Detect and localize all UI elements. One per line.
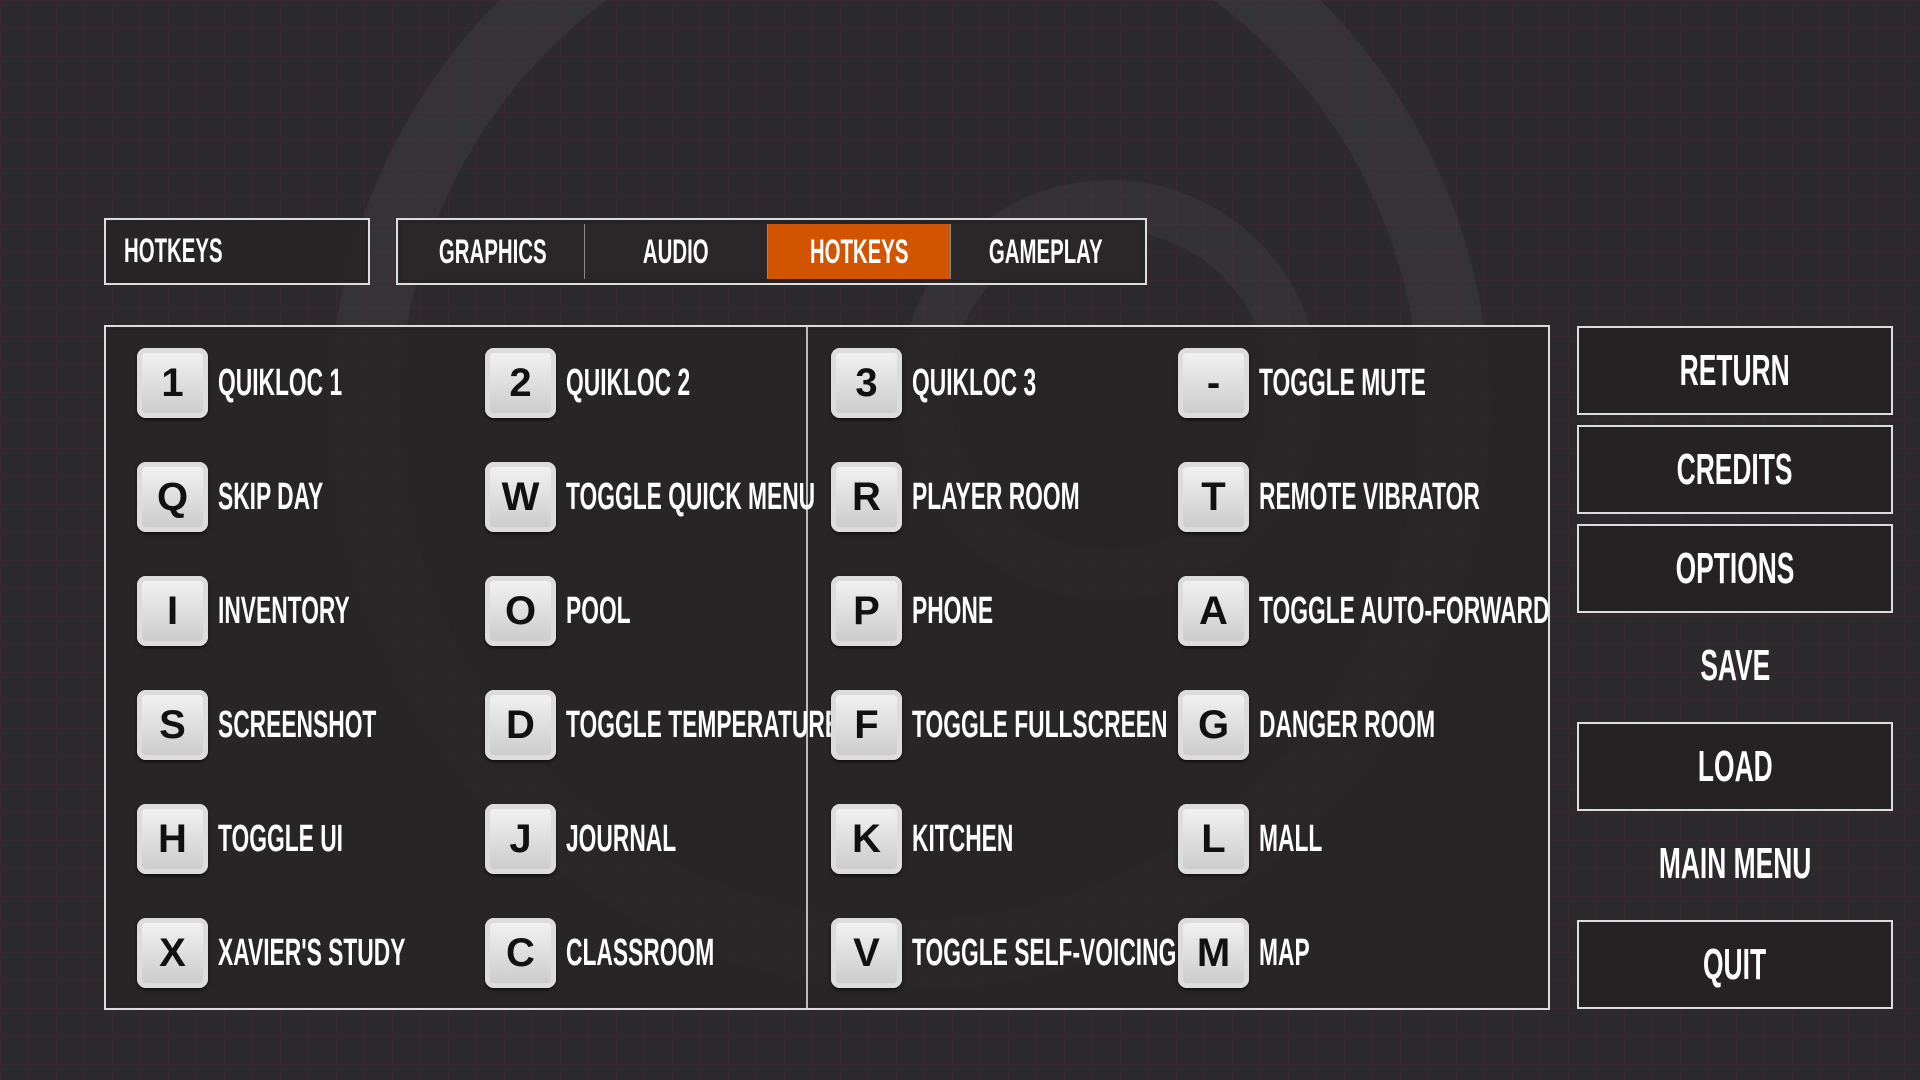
hotkey-action-label: QUIKLOC 2 — [566, 361, 691, 404]
hotkey-action-label: SCREENSHOT — [218, 703, 377, 746]
return-button[interactable]: RETURN — [1577, 326, 1893, 415]
hotkey-action-label: PHONE — [912, 589, 994, 632]
hotkey-action-label: TOGGLE TEMPERATURE — [566, 703, 841, 746]
tab-audio[interactable]: AUDIO — [585, 224, 769, 279]
keycap: 2 — [485, 348, 556, 418]
keycap: X — [137, 918, 208, 988]
keycap: - — [1178, 348, 1249, 418]
hotkey-action-label: SKIP DAY — [218, 475, 324, 518]
options-button[interactable]: OPTIONS — [1577, 524, 1893, 613]
screen-title: HOTKEYS — [104, 218, 370, 285]
credits-button[interactable]: CREDITS — [1577, 425, 1893, 514]
hotkey-action-label: TOGGLE QUICK MENU — [566, 475, 816, 518]
hotkey-action-label: REMOTE VIBRATOR — [1259, 475, 1480, 518]
quit-button[interactable]: QUIT — [1577, 920, 1893, 1009]
keycap: O — [485, 576, 556, 646]
hotkey-action-label: INVENTORY — [218, 589, 350, 632]
keycap: A — [1178, 576, 1249, 646]
keycap: L — [1178, 804, 1249, 874]
keycap: 1 — [137, 348, 208, 418]
hotkey-action-label: MALL — [1259, 817, 1323, 860]
settings-tabs: GRAPHICS AUDIO HOTKEYS GAMEPLAY — [396, 218, 1147, 285]
keycap: G — [1178, 690, 1249, 760]
keycap: S — [137, 690, 208, 760]
keycap: K — [831, 804, 902, 874]
hotkey-action-label: TOGGLE UI — [218, 817, 343, 860]
keycap: I — [137, 576, 208, 646]
tab-gameplay[interactable]: GAMEPLAY — [951, 224, 1141, 279]
hotkey-action-label: POOL — [566, 589, 631, 632]
hotkey-action-label: TOGGLE SELF-VOICING — [912, 931, 1177, 974]
hotkey-action-label: QUIKLOC 3 — [912, 361, 1037, 404]
hotkey-action-label: CLASSROOM — [566, 931, 715, 974]
keycap: M — [1178, 918, 1249, 988]
load-button[interactable]: LOAD — [1577, 722, 1893, 811]
hotkey-action-label: TOGGLE MUTE — [1259, 361, 1426, 404]
hotkey-action-label: MAP — [1259, 931, 1310, 974]
hotkey-action-label: JOURNAL — [566, 817, 677, 860]
hotkey-action-label: KITCHEN — [912, 817, 1014, 860]
keycap: H — [137, 804, 208, 874]
keycap: V — [831, 918, 902, 988]
keycap: R — [831, 462, 902, 532]
column-divider — [806, 327, 808, 1008]
hotkey-action-label: DANGER ROOM — [1259, 703, 1436, 746]
keycap: T — [1178, 462, 1249, 532]
keycap: 3 — [831, 348, 902, 418]
keycap: P — [831, 576, 902, 646]
main-menu-button[interactable]: MAIN MENU — [1658, 839, 1812, 888]
tab-graphics[interactable]: GRAPHICS — [402, 224, 586, 279]
hotkey-entry[interactable]: -TOGGLE MUTE — [1178, 348, 1579, 418]
keycap: W — [485, 462, 556, 532]
hotkey-action-label: TOGGLE FULLSCREEN — [912, 703, 1168, 746]
keycap: C — [485, 918, 556, 988]
hotkey-action-label: PLAYER ROOM — [912, 475, 1080, 518]
keycap: D — [485, 690, 556, 760]
keycap: F — [831, 690, 902, 760]
hotkey-action-label: QUIKLOC 1 — [218, 361, 343, 404]
keycap: J — [485, 804, 556, 874]
keycap: Q — [137, 462, 208, 532]
hotkey-action-label: TOGGLE AUTO-FORWARD — [1259, 589, 1550, 632]
tab-hotkeys[interactable]: HOTKEYS — [768, 224, 952, 279]
hotkey-action-label: XAVIER'S STUDY — [218, 931, 406, 974]
save-button[interactable]: SAVE — [1700, 641, 1770, 690]
